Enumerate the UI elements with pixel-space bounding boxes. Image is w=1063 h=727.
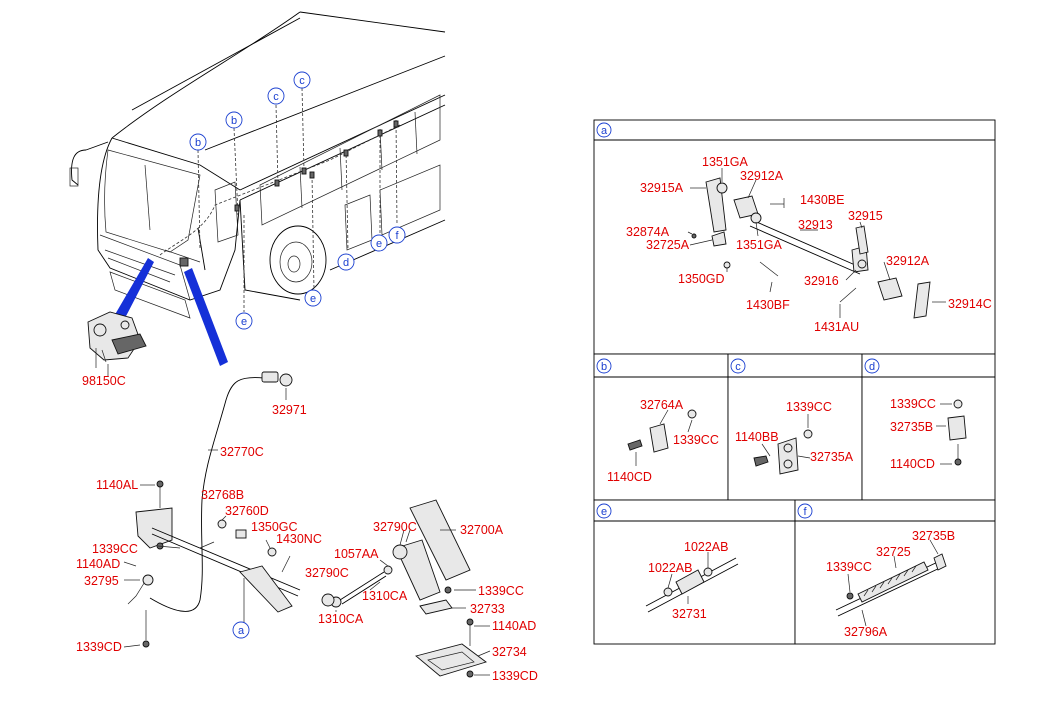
part-number: 32700A xyxy=(460,523,504,537)
part-number: 32770C xyxy=(220,445,264,459)
pointer-arrow xyxy=(113,258,154,320)
callout-b: b xyxy=(195,137,201,149)
bus-callouts: b b c c d e e e f xyxy=(189,71,406,330)
part-number: 32760D xyxy=(225,504,269,518)
panel-b-label: b xyxy=(601,361,607,373)
part-number: 32971 xyxy=(272,403,307,417)
part-number: 32725A xyxy=(646,238,690,252)
part-number: 1140BB xyxy=(735,430,779,444)
part-number: 1339CC xyxy=(890,397,936,411)
part-number: 32790C xyxy=(305,566,349,580)
part-number: 32731 xyxy=(672,607,707,621)
part-number: 32916 xyxy=(804,274,839,288)
part-number: 1140AD xyxy=(76,557,120,571)
callout-c: c xyxy=(299,75,305,87)
panel-c: c 1339CC 1140BB 32735A xyxy=(727,353,863,501)
part-number: 1431AU xyxy=(814,320,859,334)
part-number: 32796A xyxy=(844,625,888,639)
callout-e: e xyxy=(310,293,316,305)
callout-e: e xyxy=(241,316,247,328)
part-number: 1310CA xyxy=(318,612,364,626)
callout-e: e xyxy=(376,238,382,250)
part-number: 1339CC xyxy=(826,560,872,574)
part-number: 32725 xyxy=(876,545,911,559)
part-number: 32735B xyxy=(912,529,955,543)
part-number: 1430BF xyxy=(746,298,790,312)
part-number: 98150C xyxy=(82,374,126,388)
part-number: 1351GA xyxy=(702,155,749,169)
callout-d: d xyxy=(343,257,349,269)
pointer-arrow xyxy=(184,268,228,366)
panel-e: e 1022AB 1022AB 32731 xyxy=(593,499,796,645)
part-number: 1339CC xyxy=(92,542,138,556)
actuator-motor: 98150C xyxy=(82,311,147,388)
part-number: 1140AD xyxy=(492,619,536,633)
panel-c-label: c xyxy=(735,361,741,373)
part-number: 1057AA xyxy=(334,547,379,561)
callout-c: c xyxy=(273,91,279,103)
panel-d: d 1339CC 32735B 1140CD xyxy=(861,353,996,501)
part-number: 32912A xyxy=(886,254,930,268)
part-number: 32913 xyxy=(798,218,833,232)
panel-a: a 1351GA 32912A 32 xyxy=(593,119,996,355)
part-number: 32733 xyxy=(470,602,505,616)
part-number: 1310CA xyxy=(362,589,408,603)
part-number: 1430NC xyxy=(276,532,322,546)
part-number: 1339CD xyxy=(492,669,538,683)
part-number: 32735A xyxy=(810,450,854,464)
part-number: 32914C xyxy=(948,297,992,311)
pedal-part-numbers: 1140AL 32768B 32760D 1350GC 1430NC 32790… xyxy=(76,478,538,683)
callout-f: f xyxy=(395,230,399,242)
panel-d-label: d xyxy=(869,361,875,373)
cable-assembly: 32971 32770C xyxy=(149,371,307,612)
panel-f-label: f xyxy=(803,506,807,518)
callout-a: a xyxy=(238,625,245,637)
part-number: 1351GA xyxy=(736,238,783,252)
part-number: 1140AL xyxy=(96,478,138,492)
part-number: 1339CD xyxy=(76,640,122,654)
part-number: 32790C xyxy=(373,520,417,534)
panel-f: f 32735B 32725 1339CC 32796A xyxy=(794,499,996,645)
callout-b: b xyxy=(231,115,237,127)
pedal-linkage: a xyxy=(123,480,491,678)
part-number: 32912A xyxy=(740,169,784,183)
part-number: 32915A xyxy=(640,181,684,195)
part-number: 1339CC xyxy=(786,400,832,414)
part-number: 1350GD xyxy=(678,272,725,286)
bus-illustration xyxy=(69,11,446,366)
part-number: 32764A xyxy=(640,398,684,412)
part-number: 1022AB xyxy=(684,540,728,554)
part-number: 1430BE xyxy=(800,193,844,207)
panel-e-label: e xyxy=(601,506,607,518)
panel-a-label: a xyxy=(601,125,608,137)
part-number: 32915 xyxy=(848,209,883,223)
panel-b: b 32764A 1339CC 1140CD xyxy=(593,353,729,501)
part-number: 1339CC xyxy=(478,584,524,598)
part-number: 1350GC xyxy=(251,520,298,534)
part-number: 1140CD xyxy=(890,457,935,471)
part-number: 1140CD xyxy=(607,470,652,484)
part-number: 32734 xyxy=(492,645,527,659)
part-number: 32874A xyxy=(626,225,670,239)
part-number: 1022AB xyxy=(648,561,692,575)
part-number: 32735B xyxy=(890,420,933,434)
part-number: 32795 xyxy=(84,574,119,588)
part-number: 1339CC xyxy=(673,433,719,447)
part-number: 32768B xyxy=(201,488,244,502)
